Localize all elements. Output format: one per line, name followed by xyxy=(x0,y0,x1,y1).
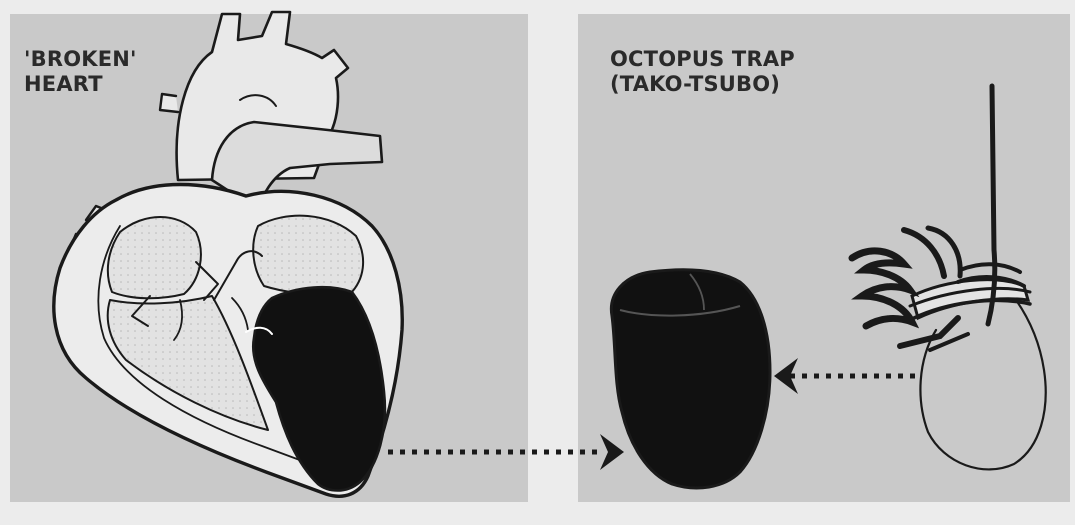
ventricle-icon xyxy=(611,270,770,488)
octopus-trap-icon xyxy=(852,86,1046,469)
arrow-icon xyxy=(388,434,624,470)
arrow-icon xyxy=(774,358,918,394)
heart-icon xyxy=(54,12,402,496)
left-atrium-icon xyxy=(253,216,363,295)
